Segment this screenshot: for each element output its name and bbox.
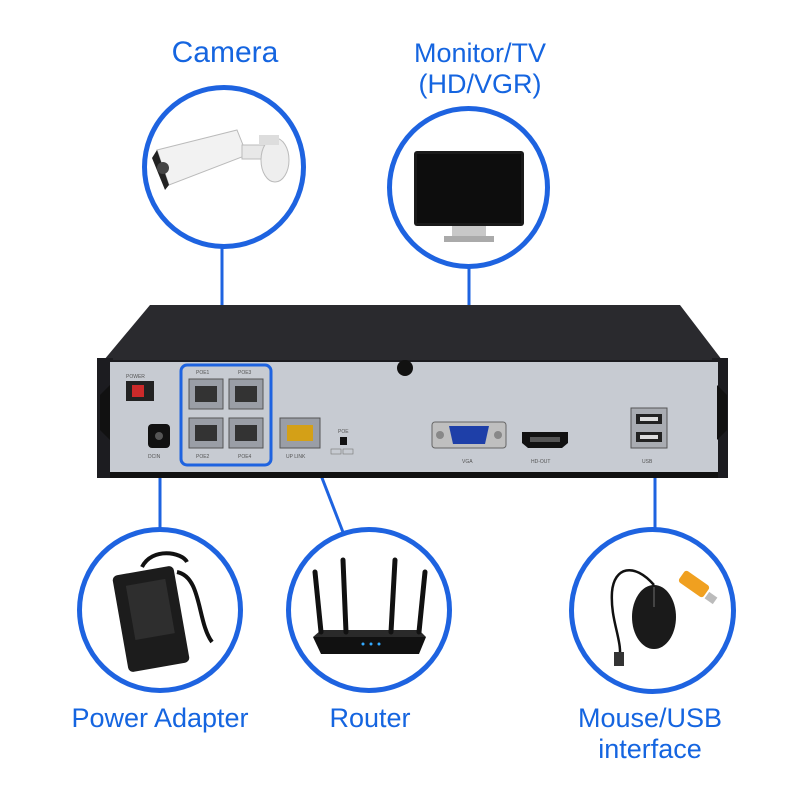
- poe-switch: [340, 437, 347, 445]
- poe3-label: POE3: [238, 370, 252, 376]
- uplink-label: UP LINK: [286, 454, 306, 460]
- monitor-circle: [387, 106, 550, 269]
- mouse-usb-label-line1: Mouse/USB: [577, 703, 723, 733]
- poe4-label: POE4: [238, 454, 252, 460]
- router-label: Router: [329, 703, 411, 733]
- camera-circle: [142, 85, 306, 249]
- hdout-label: HD-OUT: [531, 459, 550, 465]
- router-circle: [286, 527, 452, 693]
- router-icon: [312, 557, 428, 654]
- nvr-top-cover: [104, 305, 722, 360]
- vga-label: VGA: [462, 459, 473, 465]
- camera-label: Camera: [171, 36, 279, 69]
- poe2-label: POE2: [196, 454, 210, 460]
- usb-label: USB: [642, 459, 653, 465]
- power-adapter-label: Power Adapter: [71, 703, 249, 733]
- mouse-usb-circle: [569, 527, 736, 694]
- power-adapter-icon: [112, 551, 214, 672]
- mouse-usb-icon: [610, 568, 718, 666]
- nvr-device: POWER DCIN POE1 POE3 POE2 POE4 UP LINK: [97, 305, 728, 478]
- monitor-icon: [414, 151, 524, 242]
- mouse-usb-label-line2: interface: [598, 734, 702, 765]
- nvr-screw: [397, 360, 413, 376]
- monitor-label-line2: (HD/VGR): [418, 69, 542, 100]
- mouse-usb-label: Mouse/USB interface: [545, 703, 755, 765]
- poe1-label: POE1: [196, 370, 210, 376]
- camera-icon: [152, 129, 290, 190]
- power-switch-label: POWER: [126, 374, 145, 380]
- monitor-label-line1: Monitor/TV: [413, 38, 547, 68]
- power-adapter-circle: [77, 527, 243, 693]
- monitor-label: Monitor/TV (HD/VGR): [380, 38, 580, 100]
- dc-in-label: DCIN: [148, 454, 161, 460]
- poe-ports-highlight: [179, 363, 273, 467]
- poe-switch-label: POE: [338, 429, 349, 435]
